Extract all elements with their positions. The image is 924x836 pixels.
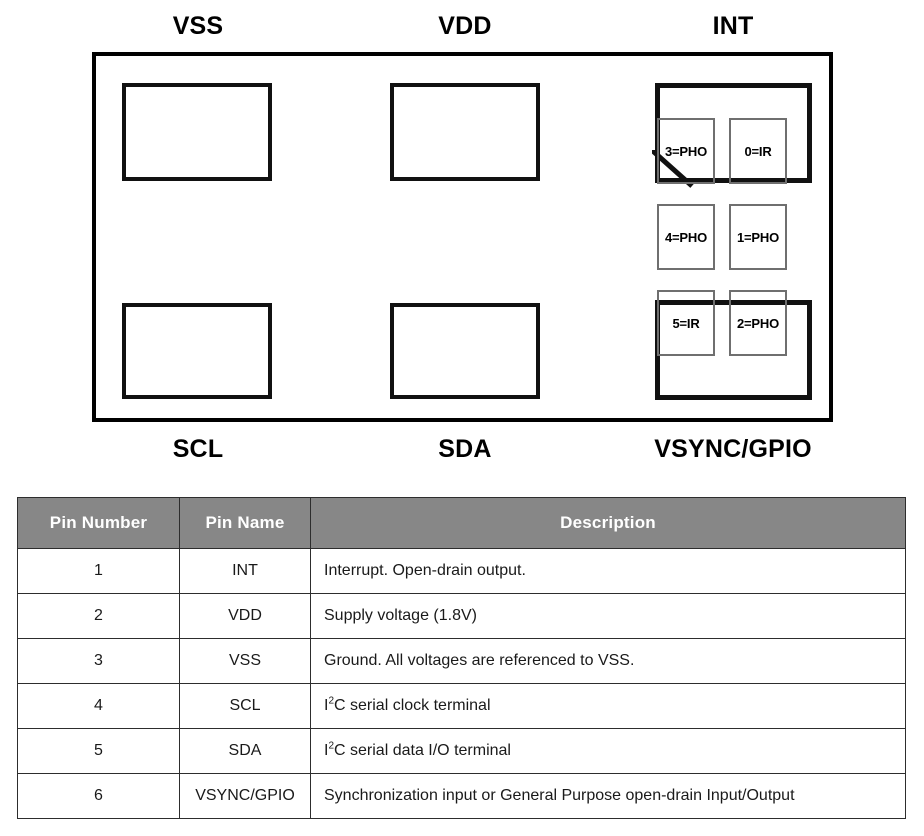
grid-cell-1: 1=PHO bbox=[729, 204, 787, 270]
cell-pin-name: VDD bbox=[179, 593, 311, 639]
grid-cell-0: 0=IR bbox=[729, 118, 787, 184]
pad-scl bbox=[122, 303, 272, 399]
pin-label-vss: VSS bbox=[172, 12, 224, 40]
cell-pin-number: 5 bbox=[17, 728, 180, 774]
pad-sda bbox=[390, 303, 540, 399]
column-header-description: Description bbox=[310, 497, 906, 549]
pin-label-int: INT bbox=[712, 12, 754, 40]
package-pinout-diagram: VSS VDD INT SCL SDA VSYNC/GPIO 3=PHO 0=I… bbox=[92, 12, 833, 463]
column-header-pin-number: Pin Number bbox=[17, 497, 180, 549]
cell-pin-name: VSS bbox=[179, 638, 311, 684]
pin-label-vdd: VDD bbox=[438, 12, 492, 40]
pin-label-vsync: VSYNC/GPIO bbox=[654, 435, 812, 463]
cell-description: Ground. All voltages are referenced to V… bbox=[310, 638, 906, 684]
grid-cell-2: 2=PHO bbox=[729, 290, 787, 356]
cell-description: Synchronization input or General Purpose… bbox=[310, 773, 906, 819]
grid-cell-4: 4=PHO bbox=[657, 204, 715, 270]
cell-pin-number: 4 bbox=[17, 683, 180, 729]
table-header-row: Pin Number Pin Name Description bbox=[17, 497, 906, 549]
cell-description: Interrupt. Open-drain output. bbox=[310, 548, 906, 594]
cell-pin-number: 6 bbox=[17, 773, 180, 819]
grid-cell-3: 3=PHO bbox=[657, 118, 715, 184]
optical-element-grid: 3=PHO 0=IR 4=PHO 1=PHO 5=IR 2=PHO bbox=[657, 118, 803, 356]
grid-cell-5: 5=IR bbox=[657, 290, 715, 356]
cell-description: I2C serial data I/O terminal bbox=[310, 728, 906, 774]
cell-description: I2C serial clock terminal bbox=[310, 683, 906, 729]
cell-pin-name: SDA bbox=[179, 728, 311, 774]
pin-label-sda: SDA bbox=[438, 435, 492, 463]
cell-pin-name: SCL bbox=[179, 683, 311, 729]
pad-vss bbox=[122, 83, 272, 181]
table-header: Pin Number Pin Name Description bbox=[17, 497, 906, 549]
cell-pin-number: 2 bbox=[17, 593, 180, 639]
cell-description: Supply voltage (1.8V) bbox=[310, 593, 906, 639]
cell-pin-name: VSYNC/GPIO bbox=[179, 773, 311, 819]
column-header-pin-name: Pin Name bbox=[179, 497, 311, 549]
cell-pin-number: 1 bbox=[17, 548, 180, 594]
pin-label-scl: SCL bbox=[172, 435, 224, 463]
cell-pin-number: 3 bbox=[17, 638, 180, 684]
cell-pin-name: INT bbox=[179, 548, 311, 594]
pad-vdd bbox=[390, 83, 540, 181]
